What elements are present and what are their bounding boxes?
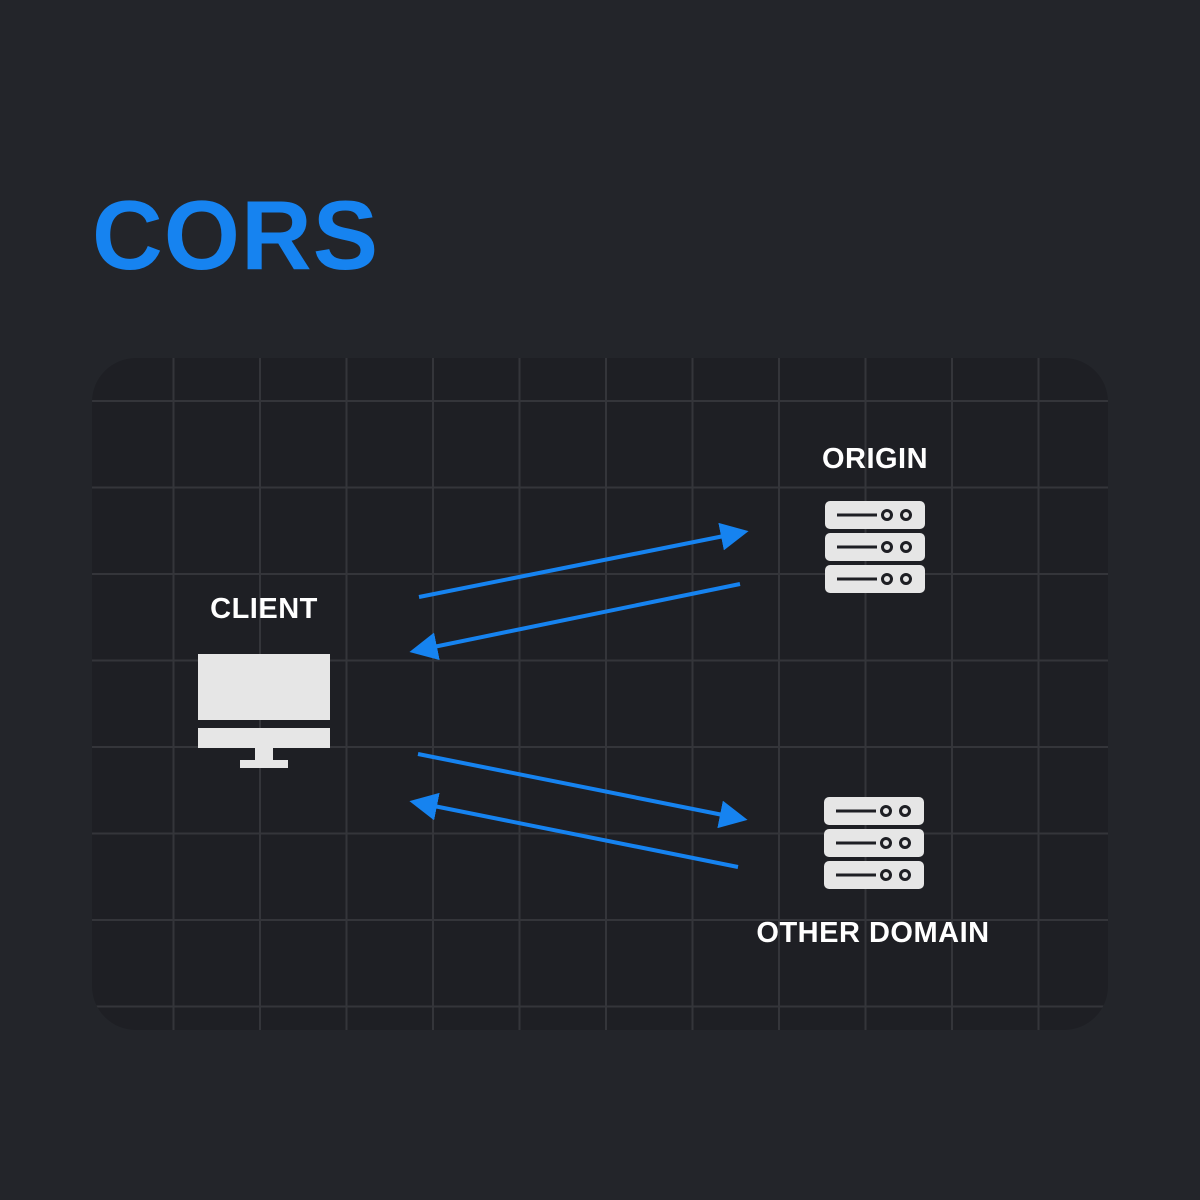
other-domain-label: OTHER DOMAIN (756, 917, 990, 949)
origin-label: ORIGIN (821, 443, 929, 475)
client-label: CLIENT (210, 593, 318, 625)
arrow-client-to-other-domain (417, 752, 748, 829)
diagram-panel: CLIENT ORIGIN (92, 358, 1108, 1030)
server-icon (824, 797, 924, 889)
monitor-icon (198, 654, 330, 768)
arrow-origin-to-client (409, 582, 741, 661)
arrow-client-to-origin (418, 522, 749, 599)
arrow-other-domain-to-client (409, 792, 739, 869)
page-title: CORS (92, 180, 380, 290)
arrows-layer (409, 522, 749, 869)
server-icon (825, 501, 925, 593)
